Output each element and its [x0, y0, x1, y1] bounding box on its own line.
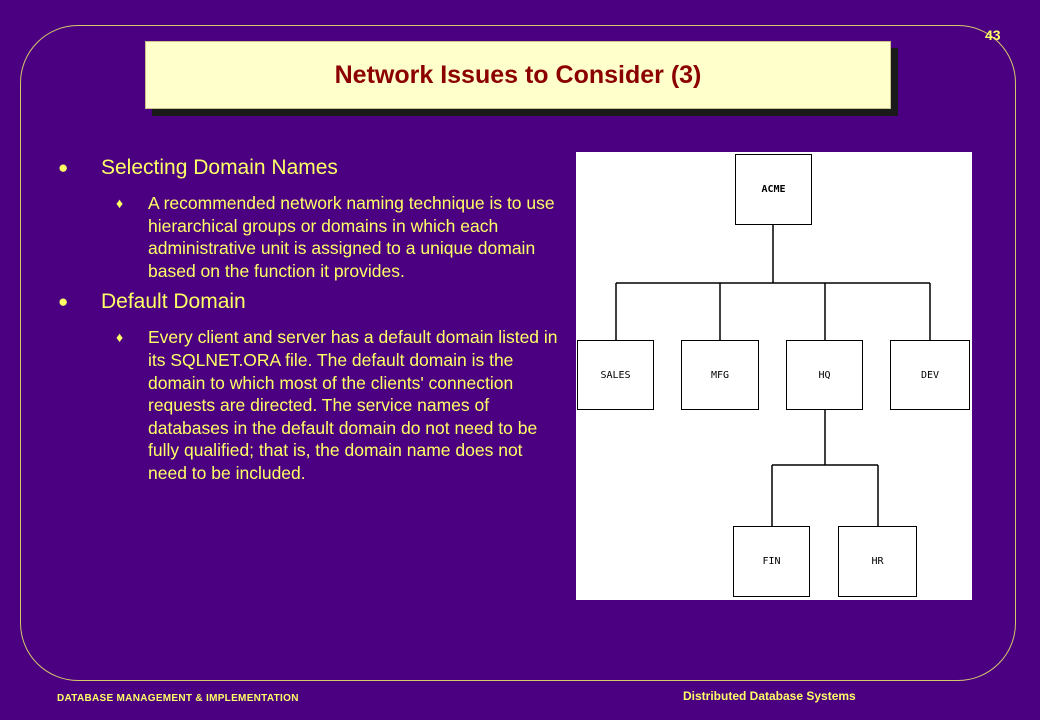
bullet-selecting-domain-names: ● Selecting Domain Names — [55, 156, 565, 180]
bullet-list: ● Selecting Domain Names ♦ A recommended… — [55, 156, 565, 493]
connector-lines — [615, 224, 931, 526]
node-mfg: MFG — [681, 340, 759, 410]
node-hq: HQ — [786, 340, 863, 410]
diamond-bullet-icon: ♦ — [116, 329, 124, 346]
slide-title: Network Issues to Consider (3) — [334, 60, 702, 89]
node-sales: SALES — [577, 340, 654, 410]
slide-frame — [20, 25, 1016, 681]
title-box: Network Issues to Consider (3) — [145, 41, 891, 109]
diamond-bullet-icon: ♦ — [116, 195, 124, 211]
sub-bullet-text: Every client and server has a default do… — [148, 327, 558, 483]
footer-section-title: Distributed Database Systems — [683, 689, 856, 703]
domain-hierarchy-diagram: ACME SALES MFG HQ DEV FIN HR — [576, 152, 972, 600]
sub-bullet-naming-technique: ♦ A recommended network naming technique… — [55, 192, 565, 282]
bullet-dot-icon: ● — [58, 158, 69, 177]
footer-course-title: DATABASE MANAGEMENT & IMPLEMENTATION — [57, 693, 299, 704]
node-acme: ACME — [735, 154, 812, 225]
bullet-dot-icon: ● — [58, 292, 69, 312]
page-number: 43 — [985, 27, 1001, 43]
bullet-default-domain: ● Default Domain — [55, 290, 565, 314]
node-hr: HR — [838, 526, 917, 597]
node-fin: FIN — [733, 526, 810, 597]
bullet-heading: Default Domain — [101, 290, 246, 314]
node-dev: DEV — [890, 340, 970, 410]
bullet-heading: Selecting Domain Names — [101, 156, 338, 179]
sub-bullet-default-domain-description: ♦ Every client and server has a default … — [55, 326, 565, 484]
sub-bullet-text: A recommended network naming technique i… — [148, 193, 555, 281]
